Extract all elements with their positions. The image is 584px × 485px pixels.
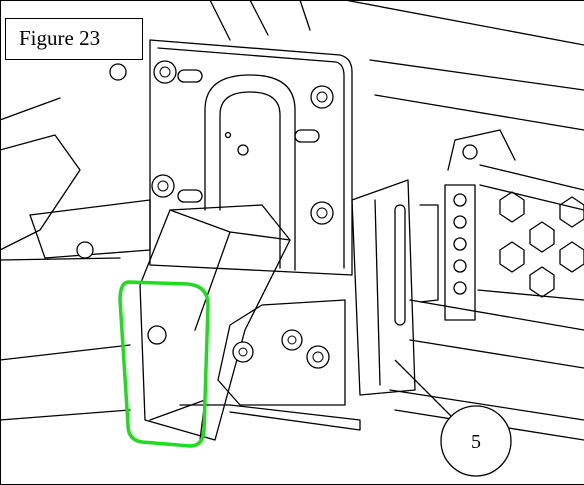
grill-hex-3 [559,241,584,273]
chain-link-2 [453,215,467,229]
slot-hole-3 [294,129,320,143]
top-beam-lines [209,0,584,46]
callout-balloon [440,405,512,477]
grill-frame [477,164,584,301]
left-rail-top [0,257,121,261]
bolt-6 [76,241,94,259]
chain-link-5 [453,281,467,295]
bolt-2 [310,85,334,109]
beam-edge [0,97,61,121]
bolt-1 [153,60,177,84]
receiver-mouth [149,399,206,441]
bracket-hole [237,144,249,156]
chain-link-3 [453,237,467,251]
arch-bracket-inner [219,91,281,269]
bolt-8 [232,341,254,363]
left-rail-lower [0,409,131,421]
figure-label: Figure 23 [5,18,143,60]
grill-hex-5 [499,191,525,223]
grill-hex-1 [499,241,525,273]
bolt-10 [306,345,330,369]
bolt-7 [147,325,167,345]
clamp-plate [217,299,346,406]
side-bracket-flange [419,204,439,303]
bolt-5 [109,63,127,81]
receiver-crease [194,231,231,331]
grill-hex-2 [529,221,555,253]
bolt-3 [151,174,175,198]
receiver-tube [139,204,291,441]
lower-channel [409,299,584,369]
bracket-pin [224,131,232,139]
side-slot [394,204,406,326]
highlight-outline [118,280,210,448]
side-bracket [351,179,416,396]
slot-hole-2 [177,189,203,203]
bolt-4 [310,201,334,225]
side-bracket-edge [374,199,381,386]
bolt-9 [281,329,303,351]
mounting-plate-inner [157,47,345,269]
chain-link-1 [453,193,467,207]
callout-number: 5 [471,431,481,453]
left-rail-bottom [0,344,131,361]
clamp-base [229,404,361,431]
upper-channel [369,59,584,131]
chain-bolt [462,144,478,160]
arch-bracket-outer [204,74,296,271]
chain-hook [447,129,516,171]
grill-hex-6 [559,196,584,228]
slot-hole-1 [177,69,203,83]
receiver-top-edge [169,209,291,241]
chain-strap [444,184,476,321]
grill-hex-4 [529,266,555,298]
left-frame-arm [0,134,81,251]
chain-link-4 [453,259,467,273]
